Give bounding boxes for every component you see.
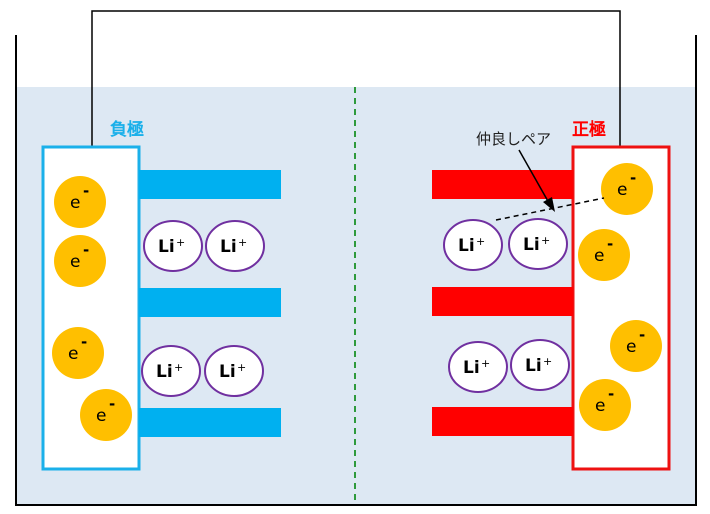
- lithium-ion: Li +: [508, 218, 568, 270]
- electron-text: e: [595, 396, 605, 416]
- electron-text: e: [68, 344, 78, 364]
- electron-charge: -: [81, 333, 87, 351]
- lithium-ion-charge: +: [237, 361, 246, 374]
- lithium-ion-charge: +: [541, 234, 550, 247]
- electron: e -: [52, 327, 104, 379]
- lithium-ion: Li +: [448, 341, 508, 393]
- electron: e -: [601, 163, 653, 215]
- lithium-ion-text: Li: [523, 235, 540, 255]
- lithium-ion: Li +: [443, 219, 503, 271]
- lithium-ion-charge: +: [481, 357, 490, 370]
- electron: e -: [54, 235, 106, 287]
- electron-text: e: [70, 193, 80, 213]
- lithium-ion: Li +: [143, 220, 203, 272]
- electron-text: e: [626, 337, 636, 357]
- lithium-ion-text: Li: [158, 237, 175, 257]
- lithium-ion-text: Li: [219, 362, 236, 382]
- electron-charge: -: [630, 169, 636, 187]
- lithium-ion-charge: +: [543, 355, 552, 368]
- positive-plate-2: [432, 287, 573, 316]
- lithium-ion-text: Li: [458, 236, 475, 256]
- lithium-ion: Li +: [510, 339, 570, 391]
- electron: e -: [579, 379, 631, 431]
- electron-charge: -: [608, 385, 614, 403]
- electron-text: e: [70, 252, 80, 272]
- lithium-ion-text: Li: [525, 356, 542, 376]
- annotation-arrowhead: [543, 197, 555, 212]
- electron-charge: -: [83, 182, 89, 200]
- positive-plate-3: [432, 407, 573, 436]
- lithium-ion-charge: +: [476, 235, 485, 248]
- lithium-ion: Li +: [141, 345, 201, 397]
- lithium-ion-charge: +: [174, 361, 183, 374]
- electron-text: e: [594, 246, 604, 266]
- pair-link-line: [495, 197, 605, 221]
- electron-text: e: [96, 406, 106, 426]
- electron: e -: [610, 320, 662, 372]
- container-wall: [15, 35, 697, 506]
- negative-plate-3: [139, 408, 281, 437]
- positive-electrode-label: 正極: [572, 119, 606, 140]
- annotation-arrow-line: [518, 149, 550, 204]
- lithium-ion: Li +: [204, 345, 264, 397]
- negative-plate-2: [139, 288, 281, 317]
- electron-charge: -: [83, 241, 89, 259]
- positive-plate-1: [432, 170, 573, 199]
- electron-text: e: [617, 180, 627, 200]
- lithium-ion-charge: +: [238, 236, 247, 249]
- electron-charge: -: [607, 235, 613, 253]
- electron-charge: -: [639, 326, 645, 344]
- external-wire: [91, 10, 621, 147]
- lithium-ion-text: Li: [220, 237, 237, 257]
- electron-charge: -: [109, 395, 115, 413]
- negative-plate-1: [139, 170, 281, 199]
- lithium-ion: Li +: [205, 220, 265, 272]
- lithium-ion-text: Li: [463, 358, 480, 378]
- annotation-label: 仲良しペア: [476, 130, 551, 148]
- negative-electrode-label: 負極: [110, 119, 144, 140]
- electron: e -: [54, 176, 106, 228]
- electron: e -: [578, 229, 630, 281]
- electron: e -: [80, 389, 132, 441]
- lithium-ion-charge: +: [176, 236, 185, 249]
- lithium-ion-text: Li: [156, 362, 173, 382]
